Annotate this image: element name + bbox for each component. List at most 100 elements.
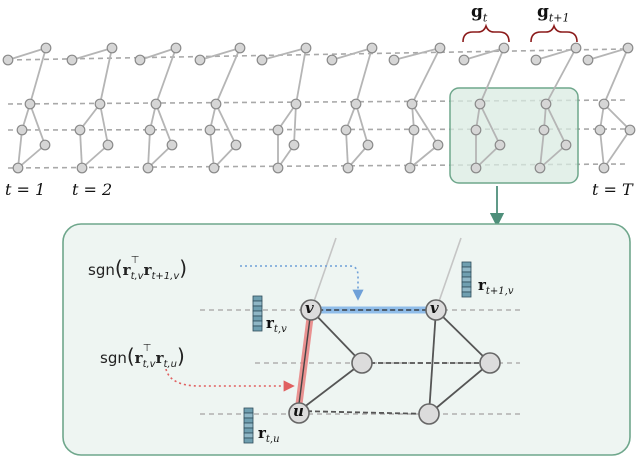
graph-node [498,42,510,54]
graph-node [40,42,52,54]
graph-node [106,42,118,54]
graph-node [350,98,362,110]
graph-node [272,124,284,136]
graph-node [272,162,284,174]
vector-cell [252,305,263,312]
graph-node [170,42,182,54]
graph-node [406,98,418,110]
spatial-edge-line [298,317,311,405]
vector-cell [252,320,263,327]
node-v-left [300,299,322,321]
formula-bottom-sub2: t,u [163,359,177,370]
graph-edge [479,103,501,146]
graph-edge [155,103,173,146]
node-v-right [425,299,447,321]
graph-snapshot [66,42,118,174]
node-mid-left [351,352,373,374]
graph-snapshot [194,42,246,174]
node-u [288,402,310,424]
graph-edge [7,47,47,61]
graph-edge [475,144,501,169]
vector-glyph [252,295,263,332]
rtv-sub: t,v [273,324,287,335]
label-t1: t = 1 [5,180,46,199]
graph-edge [155,47,177,105]
vector-cell [243,427,254,434]
formula-bottom-sub1: t,v [142,359,156,370]
graph-node [142,162,154,174]
formula-bottom-prefix: sgn [100,349,127,367]
graph-node [204,124,216,136]
graph-node [458,54,470,66]
vector-cell [461,261,472,268]
graph-edge [17,129,23,169]
graph-edge [545,47,577,105]
highlight-box [449,87,579,184]
graph-node [290,98,302,110]
graph-node [66,54,78,66]
graph-edge [99,47,113,105]
graph-node [570,42,582,54]
zoom-nodes [288,299,501,425]
graph-edge [603,103,631,131]
graph-edge [539,129,545,169]
graph-edge [409,144,439,169]
vector-cell [243,422,254,429]
graph-node [208,162,220,174]
graph-edge [139,47,177,61]
graph-node [582,54,594,66]
graph-node [288,139,300,151]
graph-node [24,98,36,110]
graph-edge [295,47,307,105]
graph-snapshot [256,42,312,174]
graph-node [342,162,354,174]
vector-cell [243,407,254,414]
graph-node [234,42,246,54]
graph-edge [199,47,241,61]
graph-edge [147,129,151,169]
graph-edge [293,103,297,146]
graph-node [470,124,482,136]
graph-edge [29,47,47,105]
vector-glyph [461,261,472,298]
graph-node [560,139,572,151]
letter-v-right: v [430,299,439,317]
formula-spatial: sgn(r⊤t,vrt,u) [100,343,185,370]
graph-node [622,42,634,54]
graph-edge [411,47,441,105]
graph-edge [71,47,113,61]
graph-edge [539,144,567,169]
rt1v-sub: t+1,v [485,286,514,297]
vector-cell [252,315,263,322]
graph-edge [463,47,505,61]
graph-node [494,139,506,151]
blue-dotted-arrow [240,265,364,301]
graph-edge [599,129,605,169]
graph-node [366,42,378,54]
red-dotted-arrow [165,368,295,392]
graph-snapshot [326,42,378,174]
graph-node [408,124,420,136]
label-rtu: rt,u [258,424,280,445]
graph-node [94,98,106,110]
graph-edge [393,47,441,61]
graph-edge [215,103,237,146]
graph-node [598,162,610,174]
rtu-base: r [258,424,266,442]
graph-edge [147,144,173,169]
formula-bottom-r1: r [134,349,143,367]
vector-cell [252,295,263,302]
graph-node [2,54,14,66]
graph-node [404,162,416,174]
graph-node [432,139,444,151]
graph-node [256,54,268,66]
graph-node [388,54,400,66]
graph-edge [345,129,349,169]
vector-cell [252,325,263,332]
graph-edge [29,103,46,146]
vector-cell [243,432,254,439]
label-t2: t = 2 [72,180,113,199]
formula-bottom-r2: r [155,349,164,367]
vector-cell [461,281,472,288]
